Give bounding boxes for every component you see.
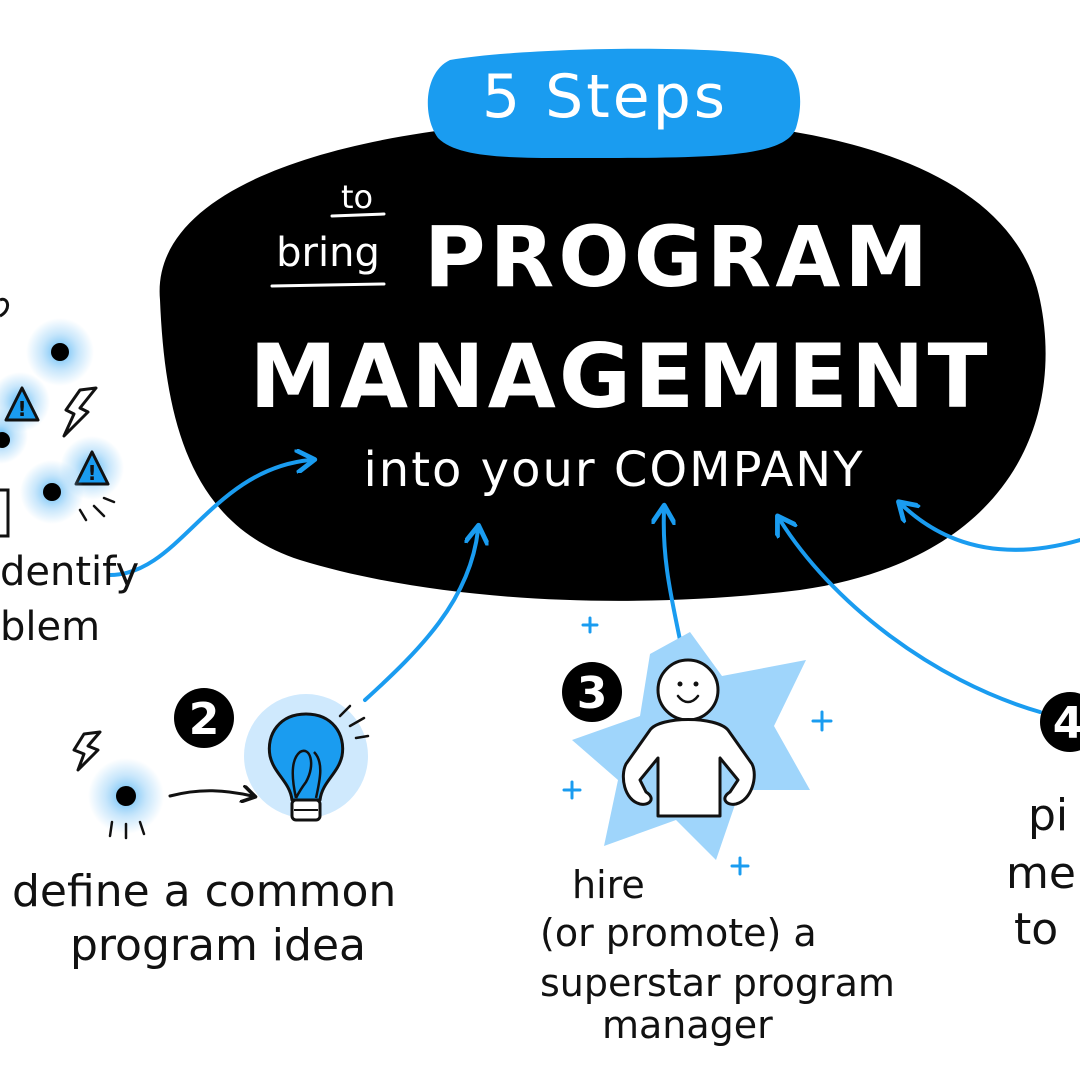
- dot-icon: [51, 343, 69, 361]
- step2-label-line2: program idea: [70, 920, 366, 971]
- step3-icons: [562, 616, 833, 876]
- step2-number: 2: [189, 694, 220, 745]
- step2-label-line1: define a common: [12, 866, 396, 917]
- sparkle-icon: [562, 616, 833, 876]
- arrow-step4: [780, 520, 1042, 714]
- step4-badge: 4: [1040, 692, 1080, 752]
- step2-badge: 2: [174, 688, 234, 748]
- spark-lines: [108, 820, 146, 840]
- step1-label-line2: blem: [0, 604, 100, 650]
- person-icon: [621, 658, 756, 818]
- arrow-step5: [902, 505, 1080, 552]
- step4-label-line3: to: [1014, 904, 1058, 955]
- title-badge: [427, 48, 801, 159]
- dot-icon: [116, 786, 136, 806]
- step3-label-line3: superstar program: [540, 961, 895, 1005]
- dot-icon: [43, 483, 61, 501]
- step2-icons: [72, 694, 370, 840]
- step3-label-line4: manager: [602, 1003, 773, 1047]
- to-underline: [330, 212, 386, 218]
- title-program: PROGRAM: [424, 208, 932, 306]
- warning-icon: [4, 386, 40, 422]
- partial-shape: [0, 297, 9, 318]
- lightning-icon: [72, 730, 102, 772]
- step4-number: 4: [1053, 698, 1080, 749]
- spark-lines: [338, 704, 370, 740]
- step3-number: 3: [577, 668, 608, 719]
- warning-mark: !: [17, 397, 26, 421]
- subtitle: into your COMPANY: [363, 442, 864, 498]
- connector-arrow: [168, 791, 252, 796]
- bring-underline: [270, 282, 386, 288]
- step3-label-line1: hire: [572, 863, 645, 907]
- step4-label-line2: me: [1006, 848, 1076, 899]
- title-to: to: [341, 178, 373, 216]
- step3-label-line2: (or promote) a: [540, 911, 817, 955]
- central-blob: [159, 118, 1046, 601]
- step1-label-line1: dentify: [0, 549, 139, 595]
- warning-icon: [74, 450, 110, 486]
- arrow-step1: [108, 460, 310, 577]
- title-management: MANAGEMENT: [249, 325, 990, 428]
- warning-mark: !: [87, 461, 96, 485]
- lightbulb-icon: [267, 712, 345, 822]
- lightning-icon: [62, 386, 98, 438]
- step3-badge: 3: [562, 662, 622, 722]
- title-bring: bring: [276, 230, 380, 276]
- dot-icon: [0, 432, 10, 448]
- badge-label: 5 Steps: [482, 62, 728, 132]
- step4-label-line1: pi: [1028, 790, 1068, 841]
- partial-shape: [0, 488, 10, 538]
- spark-lines: [78, 496, 116, 522]
- arrow-step2: [363, 530, 478, 702]
- arrow-step3: [664, 510, 682, 642]
- step1-icons: ! !: [0, 297, 124, 538]
